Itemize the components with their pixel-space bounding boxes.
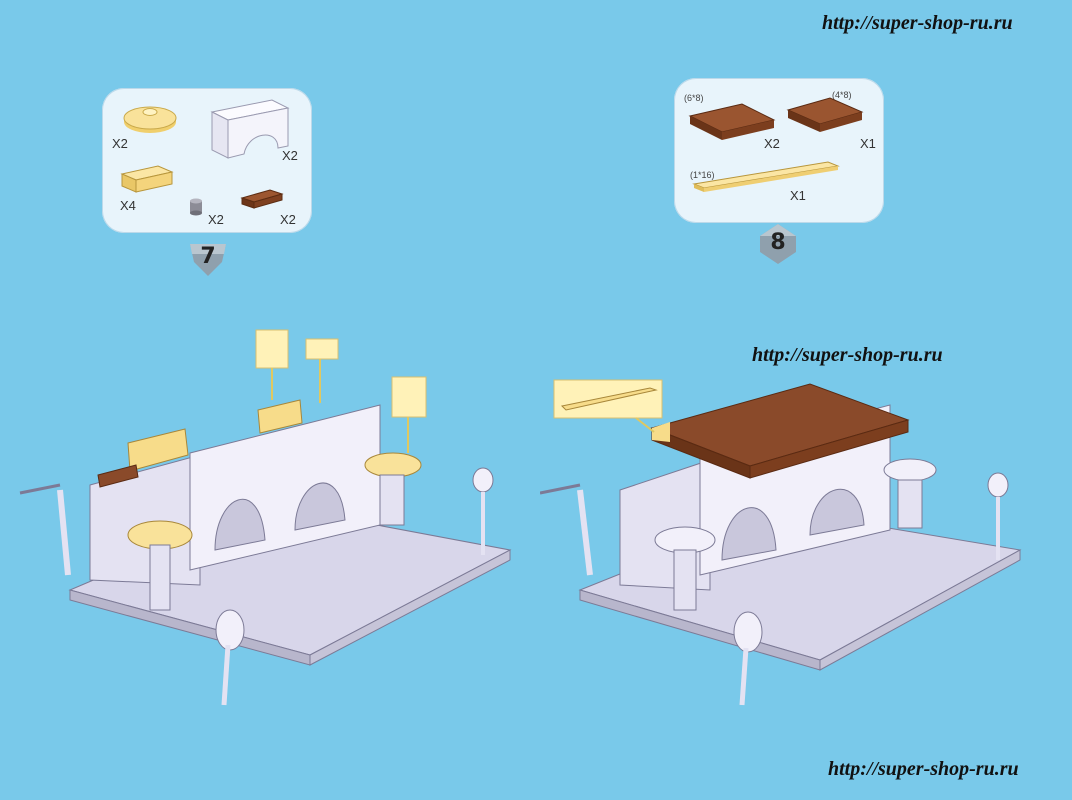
step8-qty-6x8: X2 [764,136,780,151]
step7-badge: 7 [186,236,230,280]
step8-dim-6x8: (6*8) [684,93,704,103]
yellow-round-plate-icon [123,106,177,133]
white-arch-icon [210,99,290,159]
watermark-bottom: http://super-shop-ru.ru [828,758,1019,780]
step7-qty-round-plate: X2 [112,136,128,151]
yellow-1x16-plate-icon [692,161,840,192]
step8-dim-1x16: (1*16) [690,170,715,180]
step8-parts-panel: (6*8) X2 (4*8) X1 (1*16) X1 [674,78,884,223]
step8-number: 8 [770,230,786,255]
grey-round-piece-icon [190,198,202,216]
brown-1x4-plate-icon [240,189,284,209]
watermark-top: http://super-shop-ru.ru [822,12,1013,34]
step8-assembly-illustration [540,379,1022,706]
step7-parts-panel: X2 X2 X4 X2 X2 [102,88,312,233]
step8-badge: 8 [756,222,800,266]
step8-dim-4x8: (4*8) [832,90,852,100]
step7-qty-brick: X4 [120,198,136,213]
step8-qty-1x16: X1 [790,188,806,203]
yellow-1x4-brick-icon [120,165,174,193]
brown-6x8-plate-icon [688,103,776,140]
step8-qty-4x8: X1 [860,136,876,151]
step7-qty-arch: X2 [282,148,298,163]
watermark-middle: http://super-shop-ru.ru [752,344,943,366]
step7-number: 7 [200,244,216,269]
step7-qty-brown-plate: X2 [280,212,296,227]
step7-qty-round-piece: X2 [208,212,224,227]
brown-4x8-plate-icon [786,97,864,132]
step7-assembly-illustration [19,329,512,706]
